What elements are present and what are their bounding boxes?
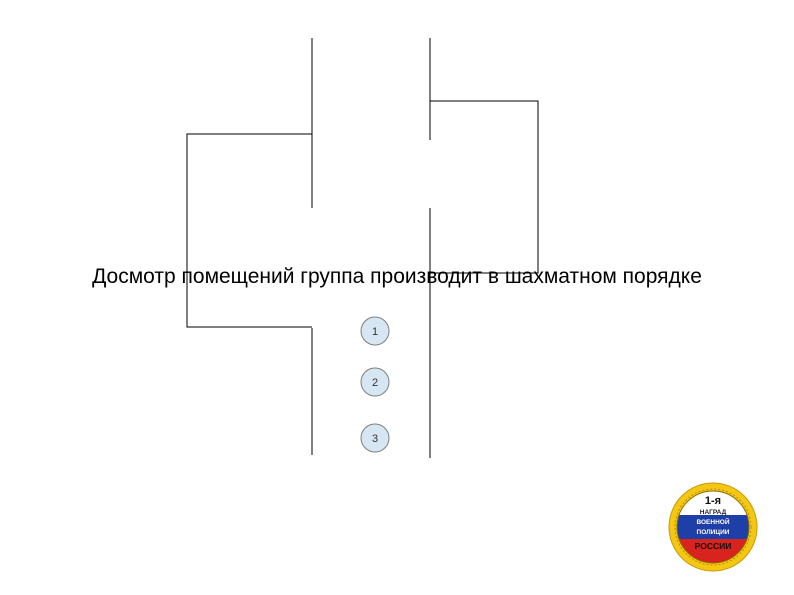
emblem-line-5: РОССИИ xyxy=(695,541,732,551)
left-room-outline xyxy=(186,133,312,328)
marker-1: 1 xyxy=(360,316,390,346)
emblem-line-3: ВОЕННОЙ xyxy=(696,517,729,526)
military-police-emblem-logo: 1-я НАГРАД ВОЕННОЙ ПОЛИЦИИ РОССИИ xyxy=(668,482,758,572)
right-room-outline xyxy=(430,100,539,274)
slide-caption: Досмотр помещений группа производит в ша… xyxy=(92,265,702,288)
marker-1-label: 1 xyxy=(372,326,378,338)
emblem-line-1: 1-я xyxy=(705,495,721,507)
marker-3-label: 3 xyxy=(372,433,378,445)
emblem-line-2: НАГРАД xyxy=(700,509,727,516)
marker-3: 3 xyxy=(360,423,390,453)
marker-2-label: 2 xyxy=(372,377,378,389)
marker-2: 2 xyxy=(360,367,390,397)
emblem-line-4: ПОЛИЦИИ xyxy=(697,529,730,536)
